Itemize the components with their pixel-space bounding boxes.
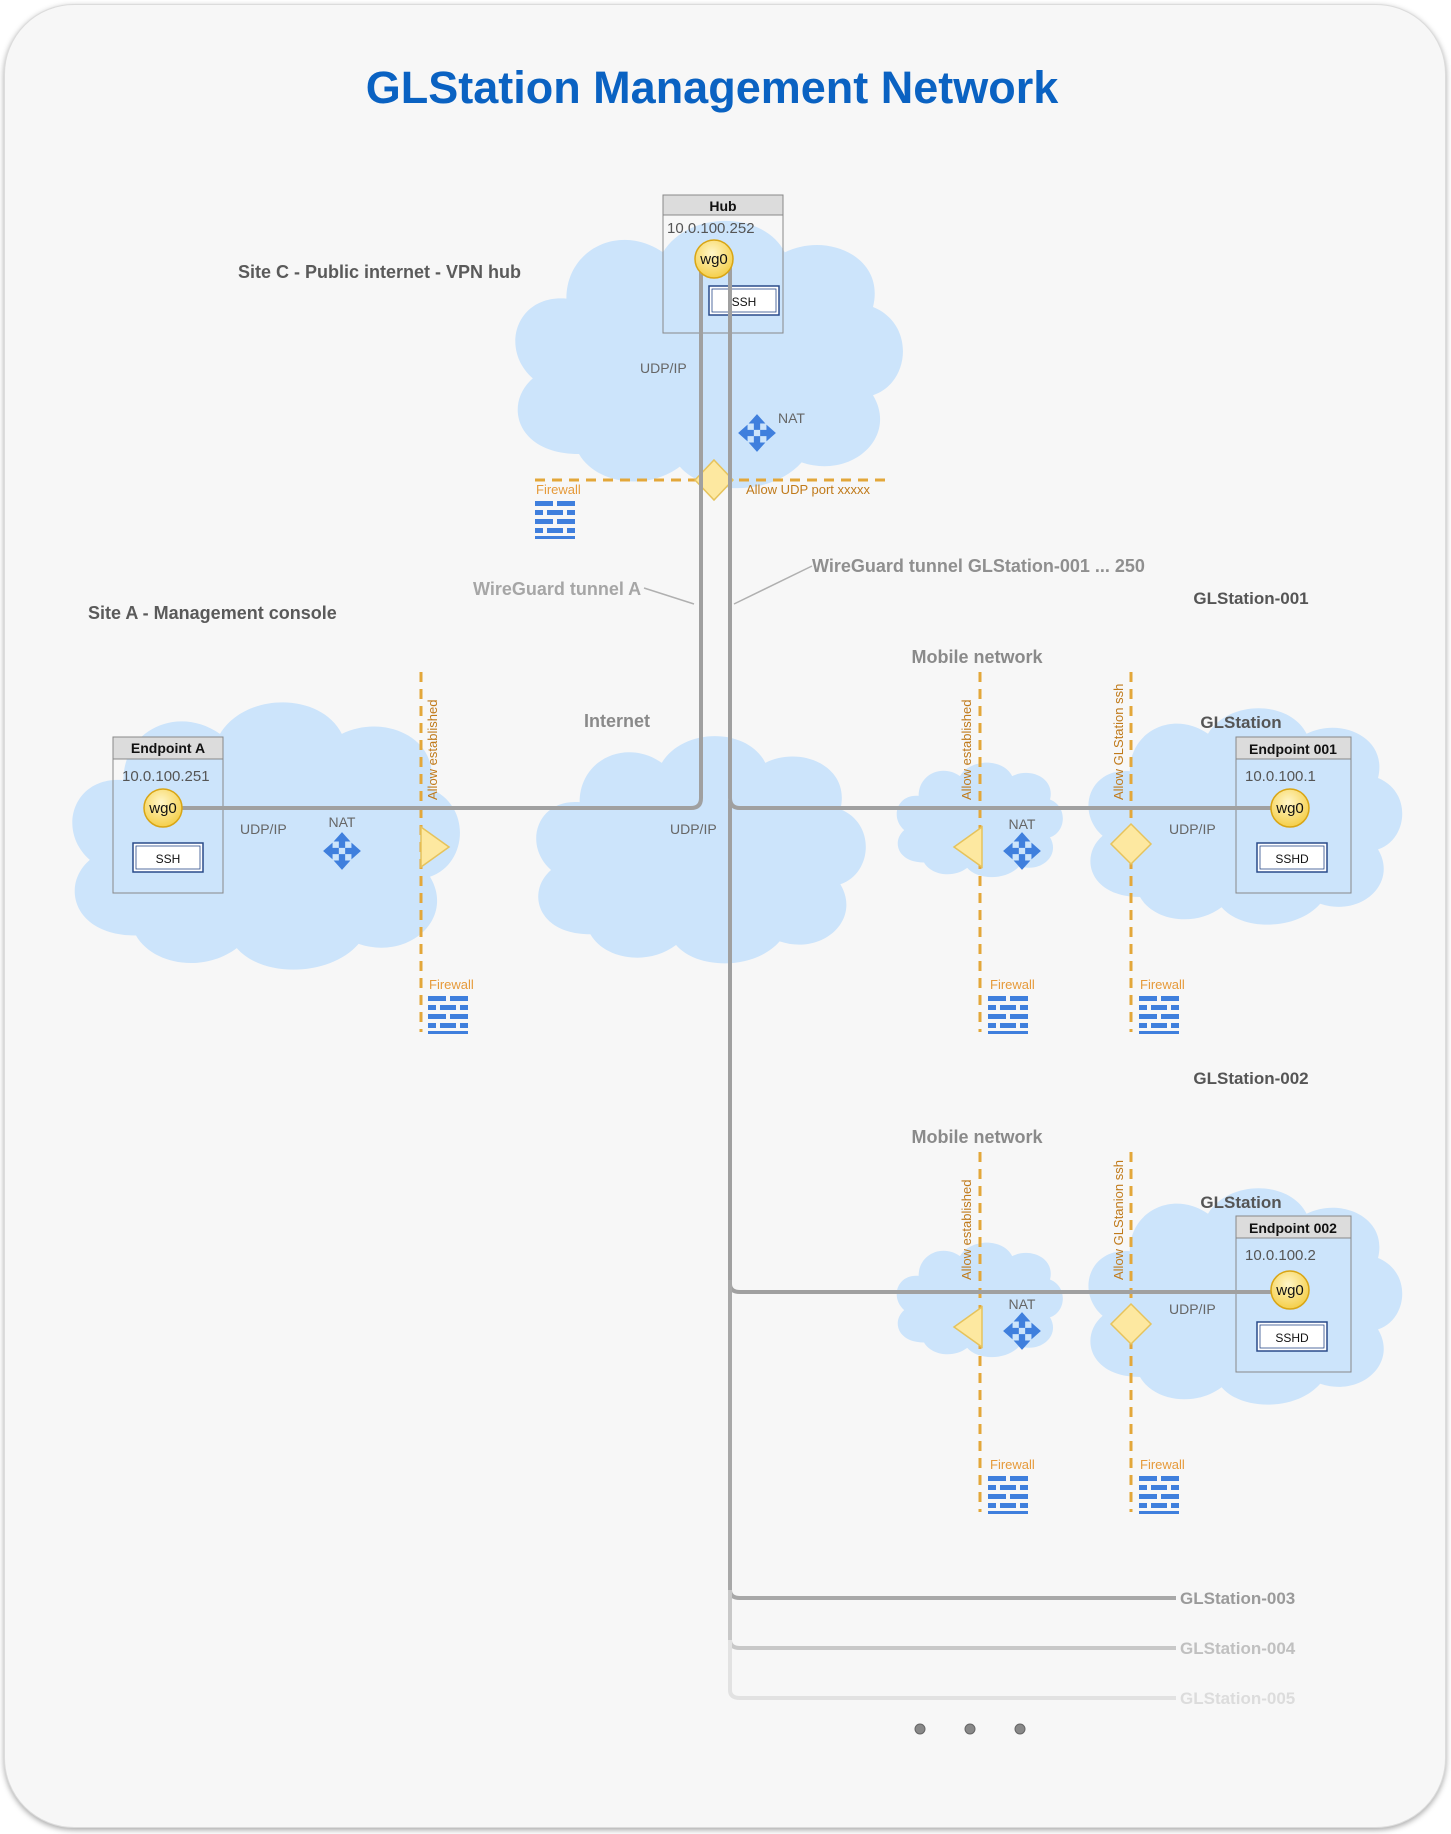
firewall-icon bbox=[1139, 996, 1179, 1034]
endpoint-a-box[interactable] bbox=[112, 736, 224, 894]
glstation-002-label: GLStation-002 bbox=[1193, 1069, 1308, 1088]
udp-label-station-1: UDP/IP bbox=[1169, 821, 1216, 837]
hub-wg0-icon bbox=[694, 239, 734, 279]
firewall-label-mobile-2: Firewall bbox=[990, 1457, 1035, 1472]
udp-label-internet: UDP/IP bbox=[670, 821, 717, 837]
tunnel-station-005-line bbox=[728, 1640, 1176, 1700]
endpoint-002-sshd-box bbox=[1256, 1321, 1328, 1352]
firewall-icon bbox=[535, 501, 575, 539]
endpoint-002-wg0-icon bbox=[1270, 1270, 1310, 1310]
endpoint-001-service: SSHD bbox=[1275, 852, 1309, 866]
glstation-device-label-1: GLStation bbox=[1200, 713, 1281, 732]
hub-name: Hub bbox=[709, 198, 736, 214]
rule-station-2: Allow GLStanion ssh bbox=[1111, 1160, 1126, 1280]
hub-ssh-box bbox=[708, 285, 780, 316]
tunnel-a-line bbox=[182, 265, 703, 810]
firewall-label-station-1: Firewall bbox=[1140, 977, 1185, 992]
udp-label-site-a: UDP/IP bbox=[240, 821, 287, 837]
gate-triangle-mobile-2 bbox=[952, 1305, 983, 1349]
ellipsis-dots bbox=[914, 1723, 1026, 1735]
endpoint-001-wg0-label: wg0 bbox=[1275, 800, 1304, 817]
firewall-label-site-c: Firewall bbox=[536, 482, 581, 497]
nat-label-mobile-1: NAT bbox=[1009, 816, 1036, 832]
hub-ip: 10.0.100.252 bbox=[667, 220, 755, 237]
nat-label-site-a: NAT bbox=[329, 814, 356, 830]
gate-triangle-site-a bbox=[420, 825, 451, 869]
clouds bbox=[72, 220, 1403, 1405]
tunnel-a-leader bbox=[643, 587, 695, 605]
glstation-005-label: GLStation-005 bbox=[1180, 1689, 1295, 1708]
endpoint-002-box[interactable] bbox=[1235, 1215, 1352, 1373]
endpoint-001-wg0-icon bbox=[1270, 788, 1310, 828]
tunnel-station-001-line bbox=[728, 265, 1289, 810]
gate-diamond-station-1 bbox=[1109, 822, 1153, 866]
endpoint-001-box[interactable] bbox=[1235, 736, 1352, 894]
site-c-label: Site C - Public internet - VPN hub bbox=[238, 262, 521, 282]
tunnel-glstation-label: WireGuard tunnel GLStation-001 ... 250 bbox=[812, 556, 1145, 576]
hub-box[interactable] bbox=[662, 194, 784, 334]
glstation-003-label: GLStation-003 bbox=[1180, 1589, 1295, 1608]
hub-wg0-label: wg0 bbox=[699, 251, 728, 268]
diagram-title: GLStation Management Network bbox=[366, 62, 1060, 113]
firewall-label-site-a: Firewall bbox=[429, 977, 474, 992]
endpoint-001-name: Endpoint 001 bbox=[1249, 741, 1337, 757]
firewall-icon bbox=[1139, 1476, 1179, 1514]
tunnel-glstation-leader bbox=[733, 565, 813, 605]
rule-site-a: Allow established bbox=[425, 700, 440, 800]
rule-site-c: Allow UDP port xxxxx bbox=[746, 482, 871, 497]
endpoint-002-service: SSHD bbox=[1275, 1331, 1309, 1345]
firewall-icon bbox=[988, 1476, 1028, 1514]
endpoint-002-name: Endpoint 002 bbox=[1249, 1220, 1337, 1236]
endpoint-001-sshd-box bbox=[1256, 842, 1328, 873]
udp-label-site-c: UDP/IP bbox=[640, 360, 687, 376]
mobile-network-label-2: Mobile network bbox=[911, 1127, 1043, 1147]
rule-station-1: Allow GLStation ssh bbox=[1111, 684, 1126, 800]
endpoint-002-wg0-label: wg0 bbox=[1275, 1282, 1304, 1299]
tunnel-a-label: WireGuard tunnel A bbox=[473, 579, 641, 599]
endpoint-a-name: Endpoint A bbox=[131, 740, 205, 756]
internet-label: Internet bbox=[584, 711, 650, 731]
endpoint-001-ip: 10.0.100.1 bbox=[1245, 768, 1316, 785]
gate-triangle-mobile-1 bbox=[952, 825, 983, 869]
endpoint-a-ip: 10.0.100.251 bbox=[122, 768, 210, 785]
site-a-label: Site A - Management console bbox=[88, 603, 337, 623]
rule-mobile-1: Allow established bbox=[959, 700, 974, 800]
glstation-device-label-2: GLStation bbox=[1200, 1193, 1281, 1212]
mobile-network-label-1: Mobile network bbox=[911, 647, 1043, 667]
firewall-label-mobile-1: Firewall bbox=[990, 977, 1035, 992]
nat-label-site-c: NAT bbox=[778, 410, 805, 426]
hub-service: SSH bbox=[732, 295, 757, 309]
endpoint-002-ip: 10.0.100.2 bbox=[1245, 1247, 1316, 1264]
firewall-icon bbox=[428, 996, 468, 1034]
nat-label-mobile-2: NAT bbox=[1009, 1296, 1036, 1312]
endpoint-a-service: SSH bbox=[156, 852, 181, 866]
gate-diamond-station-2 bbox=[1109, 1302, 1153, 1346]
endpoint-a-wg0-icon bbox=[143, 788, 183, 828]
glstation-001-label: GLStation-001 bbox=[1193, 589, 1308, 608]
endpoint-a-ssh-box bbox=[132, 842, 204, 873]
endpoint-a-wg0-label: wg0 bbox=[148, 800, 177, 817]
glstation-004-label: GLStation-004 bbox=[1180, 1639, 1296, 1658]
firewall-label-station-2: Firewall bbox=[1140, 1457, 1185, 1472]
udp-label-station-2: UDP/IP bbox=[1169, 1301, 1216, 1317]
firewall-icon bbox=[988, 996, 1028, 1034]
rule-mobile-2: Allow established bbox=[959, 1180, 974, 1280]
